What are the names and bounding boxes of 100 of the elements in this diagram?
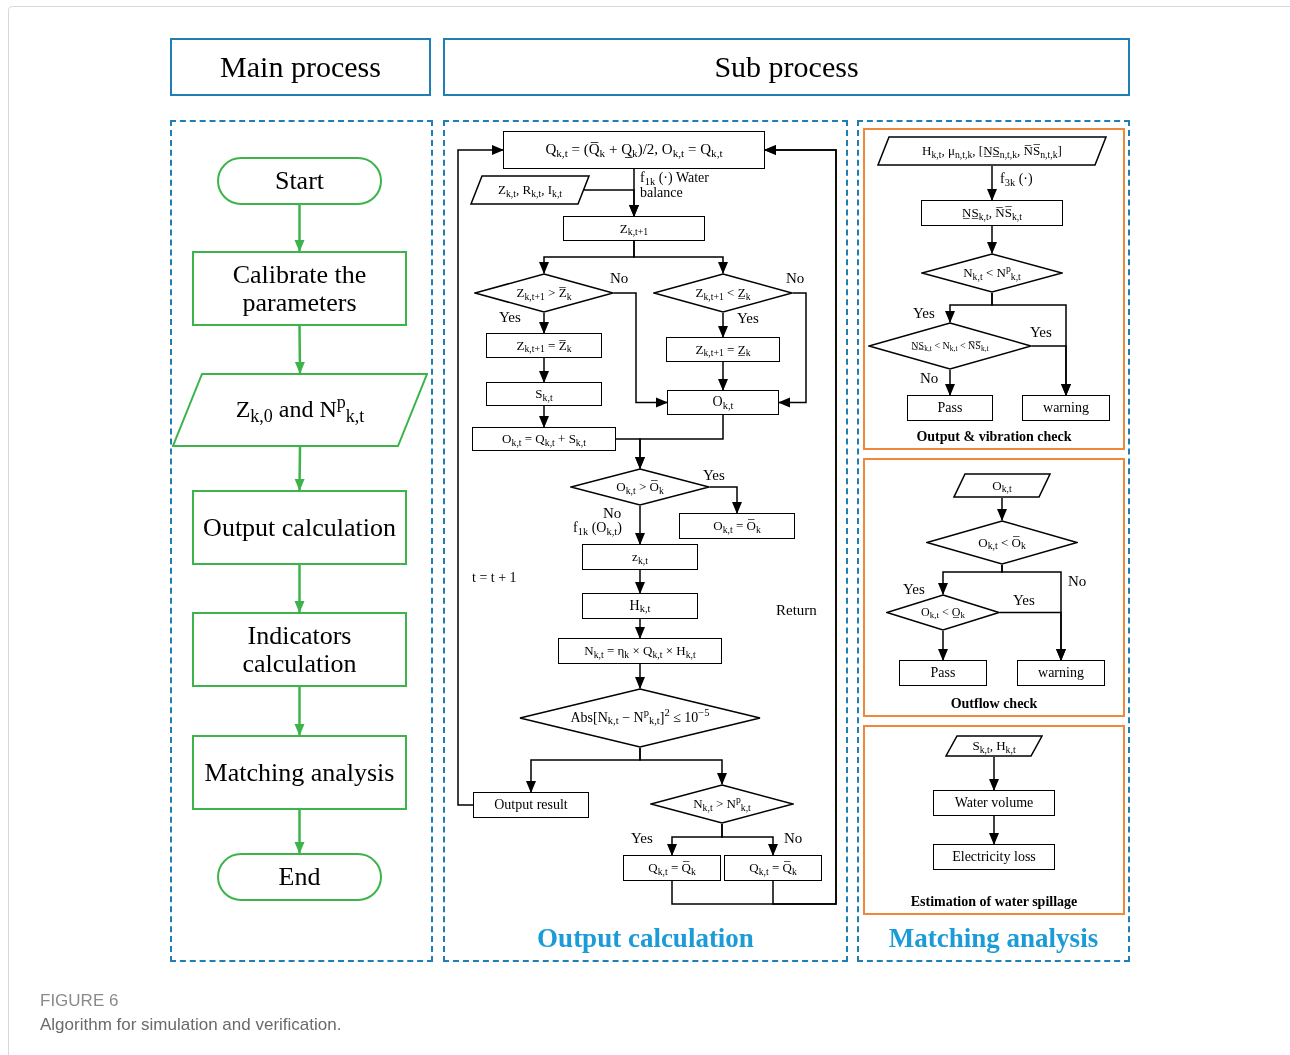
edge-label: Yes [903, 582, 925, 598]
panel-title: Output calculation [536, 922, 755, 956]
arrow [635, 414, 724, 469]
arrow [639, 747, 727, 785]
edge-label: No [786, 271, 805, 287]
arrow [989, 815, 999, 845]
edge-label: Yes [631, 831, 653, 847]
box-label: Pass [937, 400, 963, 416]
box-label: O$_{k,t}$ = O̅$_{k}$ [713, 519, 761, 533]
box-label: O$_{k,t}$ > O̅$_{k}$ [616, 480, 664, 494]
arrow [294, 205, 305, 252]
figure-title: FIGURE 6 [40, 990, 119, 1012]
edge-label: No [784, 831, 803, 847]
arrow [539, 312, 549, 334]
arrow [1031, 345, 1071, 396]
panel-title: Output & vibration check [915, 427, 1073, 445]
process-box [558, 638, 722, 664]
arrow [294, 810, 305, 854]
process-box [192, 251, 407, 326]
process-box [582, 544, 698, 570]
input-parallelogram [470, 175, 590, 205]
box-label: Z$_{k,t+1}$ = Z̲$_{k}$ [695, 342, 751, 357]
box-label: Z$_{k,t}$, R$_{k,t}$, I$_{k,t}$ [497, 183, 563, 197]
decision-diamond [650, 784, 794, 824]
arrow [539, 357, 549, 383]
edge-label: Yes [703, 468, 725, 484]
edge-label: f$_{3k}$ (·) [1000, 172, 1033, 187]
subsection-panel [863, 458, 1125, 717]
box-label: Calibrate the parameters [231, 261, 368, 316]
arrow [294, 326, 305, 374]
panel-title: Matching analysis [887, 922, 1100, 956]
section-header [170, 38, 431, 96]
process-box [582, 593, 698, 619]
arrow [457, 145, 504, 806]
edge-label: Yes [499, 310, 521, 326]
input-parallelogram [172, 373, 428, 447]
box-label: H$_{k,t}$ [629, 598, 651, 614]
box-label: Abs[N$_{k,t}$ − N$^{p}$$_{k,t}$]$^{2}$ ≤ 10$^{−5}$ [570, 710, 710, 726]
box-label: S$_{k,t}$ [535, 387, 553, 401]
arrow [987, 225, 997, 254]
box-label: warning [1038, 665, 1084, 681]
box-label: Q$_{k,t}$ = (Q̅$_{k}$ + Q̲$_{k}$)/2, O$_{k,t}$ = Q$_{k,t}$ [545, 142, 723, 158]
arrow [938, 630, 948, 661]
decision-diamond [519, 688, 761, 748]
process-box [666, 337, 780, 362]
input-parallelogram [953, 473, 1051, 498]
edge-label: Return [776, 603, 817, 619]
box-label: O$_{k,t}$ = Q$_{k,t}$ + S$_{k,t}$ [502, 432, 586, 446]
panel-title: Estimation of water spillage [909, 892, 1079, 910]
process-box [1017, 660, 1105, 686]
box-label: N̲S̲$_{k,t}$, N̅S̅$_{k,t}$ [962, 206, 1022, 220]
box-label: Z$_{k,t+1}$ < Z̲$_{k}$ [695, 286, 751, 300]
box-label: Indicators calculation [241, 622, 358, 677]
box-label: z$_{k,t}$ [632, 550, 648, 564]
arrow [613, 292, 668, 408]
box-label: Start [274, 167, 325, 195]
process-box [907, 395, 993, 421]
edge-label: Yes [1013, 593, 1035, 609]
arrow [539, 405, 549, 428]
process-box [1022, 395, 1110, 421]
process-box [473, 792, 589, 818]
box-label: O$_{k,t}$ [992, 478, 1012, 493]
edge-label: f$_{1k}$ (·) Water balance [640, 171, 710, 201]
arrow [294, 447, 305, 491]
box-label: Main process [220, 51, 381, 83]
edge-label: Yes [1030, 325, 1052, 341]
process-box [503, 131, 765, 169]
section-panel [443, 120, 848, 962]
process-box [623, 855, 721, 881]
process-box [679, 513, 795, 539]
subsection-panel [863, 128, 1125, 450]
box-label: End [278, 863, 321, 891]
process-box [724, 855, 822, 881]
process-box [563, 216, 705, 241]
box-label: Z$_{k,t+1}$ = Z̅$_{k}$ [516, 338, 572, 353]
dashed-panel [170, 120, 433, 962]
process-box [486, 382, 602, 406]
arrow [945, 369, 955, 396]
box-label: Z$_{k,t+1}$ [619, 221, 649, 236]
process-box [192, 612, 407, 687]
input-parallelogram [877, 136, 1107, 166]
section-header [443, 38, 1130, 96]
process-box [899, 660, 987, 686]
arrow [635, 618, 645, 639]
edge-label: Yes [737, 311, 759, 327]
box-label: Electricity loss [952, 849, 1036, 865]
terminal-box [217, 853, 382, 901]
box-label: N̲S̲$_{k,t}$ < N$_{k,t}$ < N̅S̅$_{k,t}$ [911, 340, 989, 352]
arrow [635, 663, 645, 689]
process-box [472, 427, 616, 451]
arrow [718, 312, 728, 338]
process-box [933, 844, 1055, 870]
edge-label: No [610, 271, 629, 287]
arrow [635, 569, 645, 594]
decision-diamond [926, 520, 1078, 565]
process-box [921, 200, 1063, 226]
edge-label: t = t + 1 [472, 571, 517, 586]
subsection-panel [863, 725, 1125, 915]
section-panel [857, 120, 1130, 962]
decision-diamond [868, 322, 1032, 370]
